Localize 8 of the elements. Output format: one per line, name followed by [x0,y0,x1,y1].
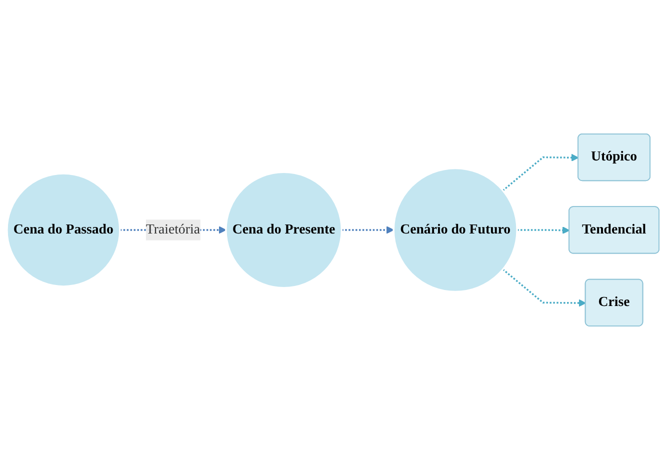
node-circle: Cenário do Futuro [392,166,518,292]
node-circle: Cena do Passado [6,172,121,287]
arrow [517,226,570,234]
arrow [502,153,579,191]
edge-label: Traietória [146,222,200,236]
arrow [502,268,586,306]
node-circle: Cena do Presente [225,170,343,288]
arrow [342,226,394,234]
